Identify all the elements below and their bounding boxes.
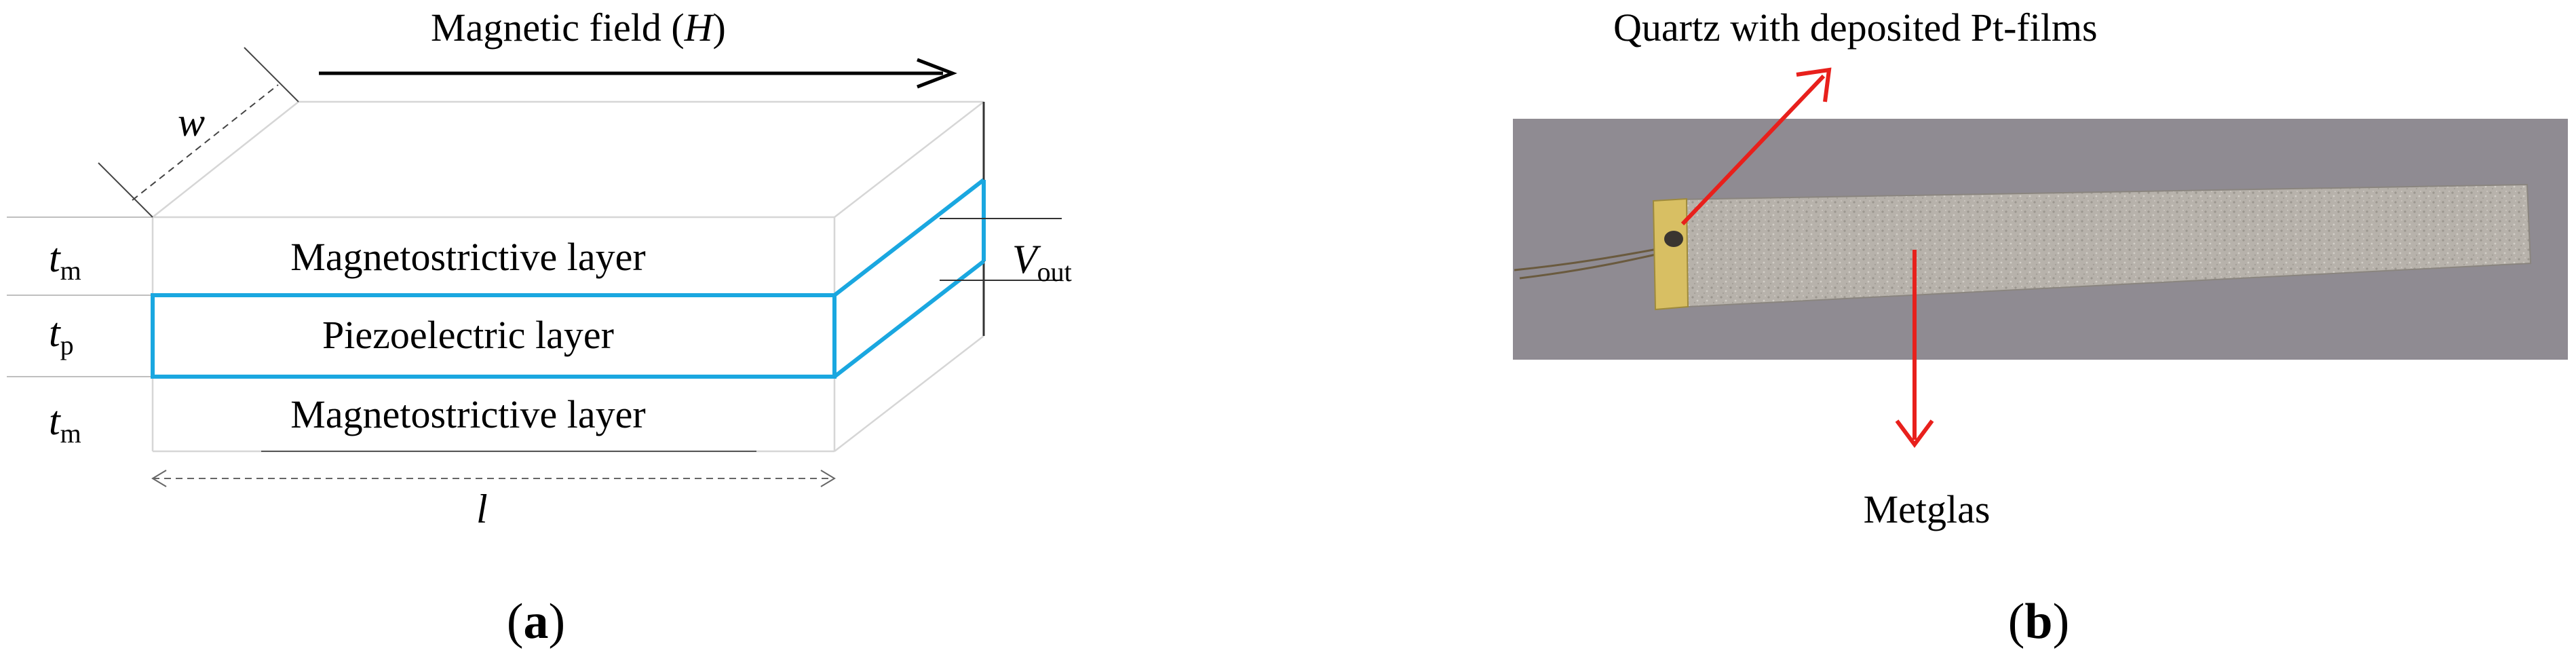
tp-label: tp	[49, 310, 74, 360]
bottom-layer-label: Magnetostrictive layer	[290, 392, 645, 436]
solder-contact	[1664, 231, 1683, 247]
quartz-label: Quartz with deposited Pt-films	[1613, 5, 2098, 50]
metglas-arrow-icon	[1895, 250, 1934, 449]
panel-b: Quartz with deposited Pt-films Metglas (…	[1513, 5, 2568, 649]
quartz-arrow-icon	[1680, 67, 1832, 226]
tm-top-label: tm	[49, 235, 81, 286]
width-label: w	[178, 100, 205, 145]
width-dimension	[98, 47, 299, 218]
vout-guides	[940, 218, 1062, 281]
caption-b: (b)	[2008, 594, 2069, 649]
tm-bottom-label: tm	[49, 398, 81, 449]
top-layer-label: Magnetostrictive layer	[290, 235, 645, 279]
field-label: Magnetic field (H)	[431, 5, 726, 50]
length-label: l	[476, 487, 488, 531]
field-arrow-icon	[319, 58, 957, 89]
vout-label: Vout	[1012, 237, 1072, 287]
piezo-layer-label: Piezoelectric layer	[322, 313, 614, 357]
metglas-label: Metglas	[1864, 487, 1991, 531]
thickness-guides	[7, 216, 153, 377]
panel-a: Magnetic field (H) w l tm tp tm Magnetos…	[7, 5, 1072, 649]
caption-a: (a)	[507, 594, 565, 649]
length-dimension	[151, 470, 836, 487]
quartz-substrate	[1652, 197, 1689, 311]
